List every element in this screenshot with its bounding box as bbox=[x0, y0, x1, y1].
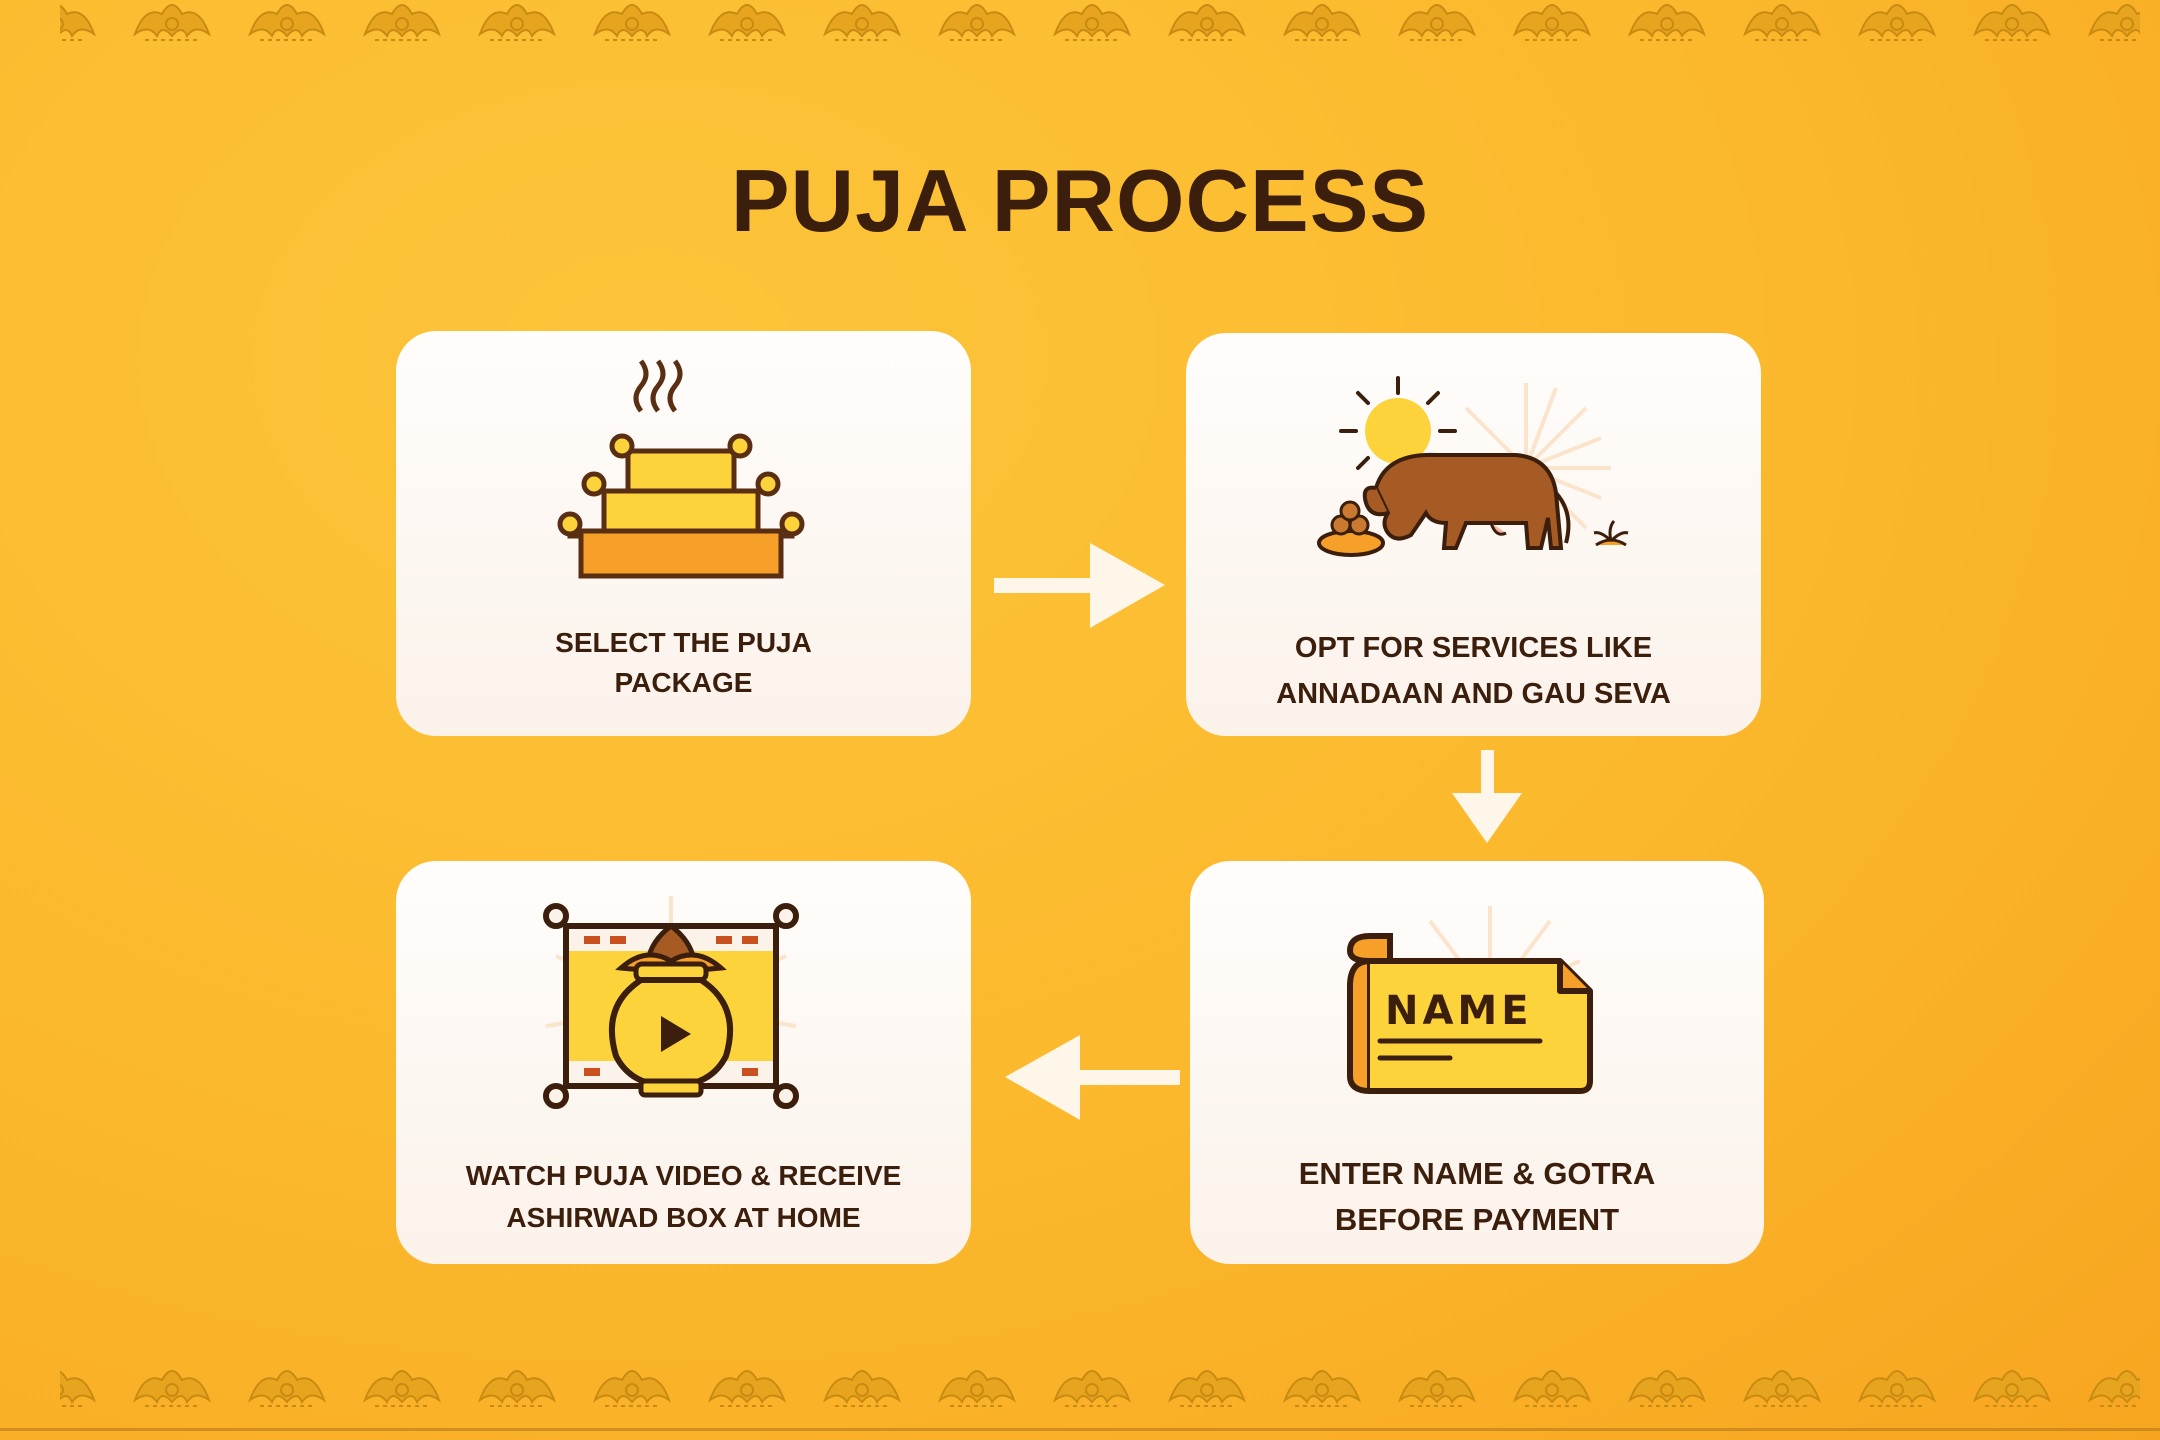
page-title: PUJA PROCESS bbox=[730, 151, 1430, 250]
arrow-right-icon bbox=[994, 543, 1165, 628]
step-label-line1: ENTER NAME & GOTRA bbox=[1298, 1156, 1656, 1191]
decorative-border-bottom bbox=[60, 1360, 2140, 1430]
step-card-watch-video: WATCH PUJA VIDEO & RECEIVE ASHIRWAD BOX … bbox=[396, 861, 971, 1264]
bottom-rule bbox=[0, 1428, 2160, 1431]
step-label: WATCH PUJA VIDEO & RECEIVE ASHIRWAD BOX … bbox=[416, 1155, 951, 1239]
scroll-name-text: NAME bbox=[1385, 988, 1533, 1034]
altar-icon bbox=[557, 359, 805, 579]
step-label-line1: SELECT THE PUJA bbox=[555, 627, 812, 658]
kalash-video-icon bbox=[543, 896, 799, 1109]
step-card-services: OPT FOR SERVICES LIKE ANNADAAN AND GAU S… bbox=[1186, 333, 1761, 736]
step-label-line2: ASHIRWAD BOX AT HOME bbox=[506, 1202, 861, 1233]
step-label: OPT FOR SERVICES LIKE ANNADAAN AND GAU S… bbox=[1206, 625, 1741, 717]
cow-icon bbox=[1317, 376, 1629, 557]
step-label-line1: WATCH PUJA VIDEO & RECEIVE bbox=[465, 1160, 902, 1191]
step-label: SELECT THE PUJA PACKAGE bbox=[416, 623, 951, 703]
step-label-line2: ANNADAAN AND GAU SEVA bbox=[1276, 678, 1671, 710]
decorative-border-top bbox=[60, 0, 2140, 64]
step-card-enter-name: NAME ENTER NAME & GOTRA BEFORE PAYMENT bbox=[1190, 861, 1764, 1264]
name-scroll-icon: NAME bbox=[1346, 906, 1593, 1095]
arrow-down-icon bbox=[1452, 750, 1522, 843]
arrow-left-icon bbox=[1005, 1035, 1180, 1120]
step-label-line2: PACKAGE bbox=[614, 667, 753, 698]
step-card-select-package: SELECT THE PUJA PACKAGE bbox=[396, 331, 971, 736]
step-label: ENTER NAME & GOTRA BEFORE PAYMENT bbox=[1210, 1151, 1744, 1243]
step-label-line1: OPT FOR SERVICES LIKE bbox=[1294, 632, 1653, 664]
step-label-line2: BEFORE PAYMENT bbox=[1334, 1202, 1620, 1237]
